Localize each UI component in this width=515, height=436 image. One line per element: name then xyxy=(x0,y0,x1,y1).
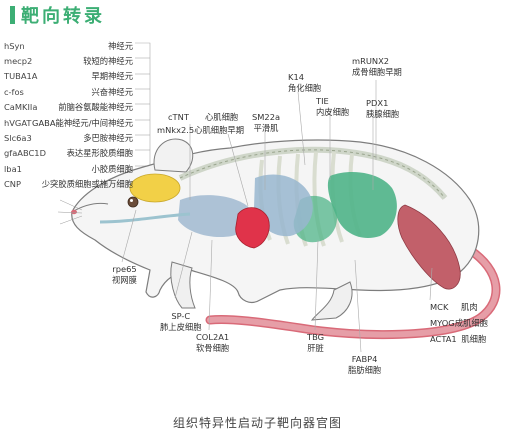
tissue-label: 神经元 xyxy=(108,40,133,51)
tissue-label: 肌肉 xyxy=(461,302,478,312)
brain-row-cfos: c-fos 兴奋神经元 xyxy=(0,84,135,99)
tissue-label: 成肌细胞 xyxy=(454,318,488,328)
brain-row-camkiia: CaMKIIa 前脑谷氨酸能神经元 xyxy=(0,100,135,115)
label-pdx1: PDX1 胰腺细胞 xyxy=(366,98,399,120)
gene-label: PDX1 xyxy=(366,98,389,108)
tissue-label: 成骨细胞早期 xyxy=(352,67,402,77)
tissue-label: 内皮细胞 xyxy=(316,107,350,117)
label-tbg: TBG 肝脏 xyxy=(307,332,324,354)
label-mck: MCK 肌肉 xyxy=(430,302,478,313)
tissue-label: 肺上皮细胞 xyxy=(160,322,202,332)
label-col2a1: COL2A1 软骨细胞 xyxy=(196,332,229,354)
label-myog: MYOG成肌细胞 xyxy=(430,318,488,329)
label-tie: TIE 内皮细胞 xyxy=(316,96,349,118)
gene-label: Slc6a3 xyxy=(4,133,32,144)
label-acta1: ACTA1 肌细胞 xyxy=(430,334,486,345)
gene-label: TUBA1A xyxy=(4,71,38,82)
muscle xyxy=(397,204,461,290)
brain-row-lba1: lba1 小胶质细胞 xyxy=(0,161,135,176)
label-mrunx2: mRUNX2 成骨细胞早期 xyxy=(352,56,402,78)
gene-label: mNkx2.5 xyxy=(157,125,195,135)
tissue-label: 较短的神经元 xyxy=(83,56,133,67)
whiskers xyxy=(57,199,83,225)
gene-label: CaMKIIa xyxy=(4,102,38,113)
label-mnkx: mNkx2.5心肌细胞早期 xyxy=(157,125,244,136)
liver xyxy=(178,195,252,238)
page-title: 靶向转录 xyxy=(10,2,105,28)
tissue-label: 早期神经元 xyxy=(91,71,134,82)
tissue-label: 视网膜 xyxy=(112,275,137,285)
brain-row-mecp2: mecp2 较短的神经元 xyxy=(0,53,135,68)
front-leg xyxy=(170,261,196,309)
ear xyxy=(153,138,194,173)
gene-label: hSyn xyxy=(4,40,25,51)
gene-label: K14 xyxy=(288,72,304,82)
tissue-label: GABA能神经元/中间神经元 xyxy=(32,117,133,128)
gene-label: CNP xyxy=(4,179,22,190)
label-sm22a: SM22a 平滑肌 xyxy=(252,112,280,134)
tissue-label: 心肌细胞早期 xyxy=(194,125,244,135)
brain-row-tuba1a: TUBA1A 早期神经元 xyxy=(0,69,135,84)
brain xyxy=(129,173,181,203)
nose xyxy=(71,209,77,215)
gene-label: SM22a xyxy=(252,112,281,122)
gene-label: cTNT xyxy=(168,112,189,122)
tissue-label: 软骨细胞 xyxy=(196,343,230,353)
label-k14: K14 角化细胞 xyxy=(288,72,321,94)
label-ctnt: cTNT xyxy=(168,112,189,123)
tissue-label: 心肌细胞 xyxy=(205,112,239,122)
green-organ-stomach xyxy=(327,172,397,239)
label-spc: SP-C 肺上皮细胞 xyxy=(160,311,202,333)
gene-label: rpe65 xyxy=(112,264,137,274)
gene-label: TBG xyxy=(307,332,325,342)
tissue-label: 肝脏 xyxy=(307,343,324,353)
brain-row-slc6a3: Slc6a3 多巴胺神经元 xyxy=(0,130,135,145)
label-rpe65: rpe65 视网膜 xyxy=(112,264,137,286)
gene-label: TIE xyxy=(316,96,329,106)
label-ctnt-tissue: 心肌细胞 xyxy=(205,112,238,123)
trachea xyxy=(99,212,191,224)
title-text: 靶向转录 xyxy=(21,6,105,27)
title-accent-bar xyxy=(10,6,15,24)
figure-caption: 组织特异性启动子靶向器官图 xyxy=(172,416,342,430)
brain-row-cnp: CNP 少突胶质细胞或施万细胞 xyxy=(0,177,135,192)
heart xyxy=(235,207,270,249)
gene-label: MCK xyxy=(430,302,449,312)
tissue-label: 多巴胺神经元 xyxy=(83,133,133,144)
gene-label: lba1 xyxy=(4,163,22,174)
tissue-label: 脂肪细胞 xyxy=(348,365,382,375)
brain-row-hsyn: hSyn 神经元 xyxy=(0,38,135,53)
brain-leader-lines xyxy=(135,42,151,185)
tissue-label: 少突胶质细胞或施万细胞 xyxy=(41,179,133,190)
gene-label: SP-C xyxy=(171,311,191,321)
brain-row-gfaabc1d: gfaABC1D 表达星形胶质细胞 xyxy=(0,146,135,161)
gene-label: ACTA1 xyxy=(430,334,457,344)
gene-label: hVGAT xyxy=(4,117,32,128)
tissue-label: 角化细胞 xyxy=(288,83,322,93)
brain-row-hvgat: hVGAT GABA能神经元/中间神经元 xyxy=(0,115,135,130)
gene-label: FABP4 xyxy=(351,354,378,364)
label-fabp4: FABP4 脂肪细胞 xyxy=(348,354,381,376)
brain-targets-list: hSyn 神经元 mecp2 较短的神经元 TUBA1A 早期神经元 c-fos… xyxy=(0,38,135,192)
tissue-label: 平滑肌 xyxy=(253,123,279,133)
gene-label: mRUNX2 xyxy=(352,56,390,66)
tissue-label: 胰腺细胞 xyxy=(366,109,400,119)
hind-leg xyxy=(310,281,353,321)
eye xyxy=(127,196,139,208)
gene-label: gfaABC1D xyxy=(4,148,46,159)
tissue-label: 兴奋神经元 xyxy=(91,86,134,97)
gene-label: COL2A1 xyxy=(196,332,230,342)
tail xyxy=(205,245,501,340)
gene-label: c-fos xyxy=(4,86,24,97)
tissue-label: 肌细胞 xyxy=(461,334,487,344)
tissue-label: 表达星形胶质细胞 xyxy=(66,148,133,159)
gene-label: MYOG xyxy=(430,318,455,328)
tissue-label: 小胶质细胞 xyxy=(91,163,134,174)
gene-label: mecp2 xyxy=(4,56,33,67)
organ-leader-lines xyxy=(121,80,433,353)
tissue-label: 前脑谷氨酸能神经元 xyxy=(58,102,133,113)
